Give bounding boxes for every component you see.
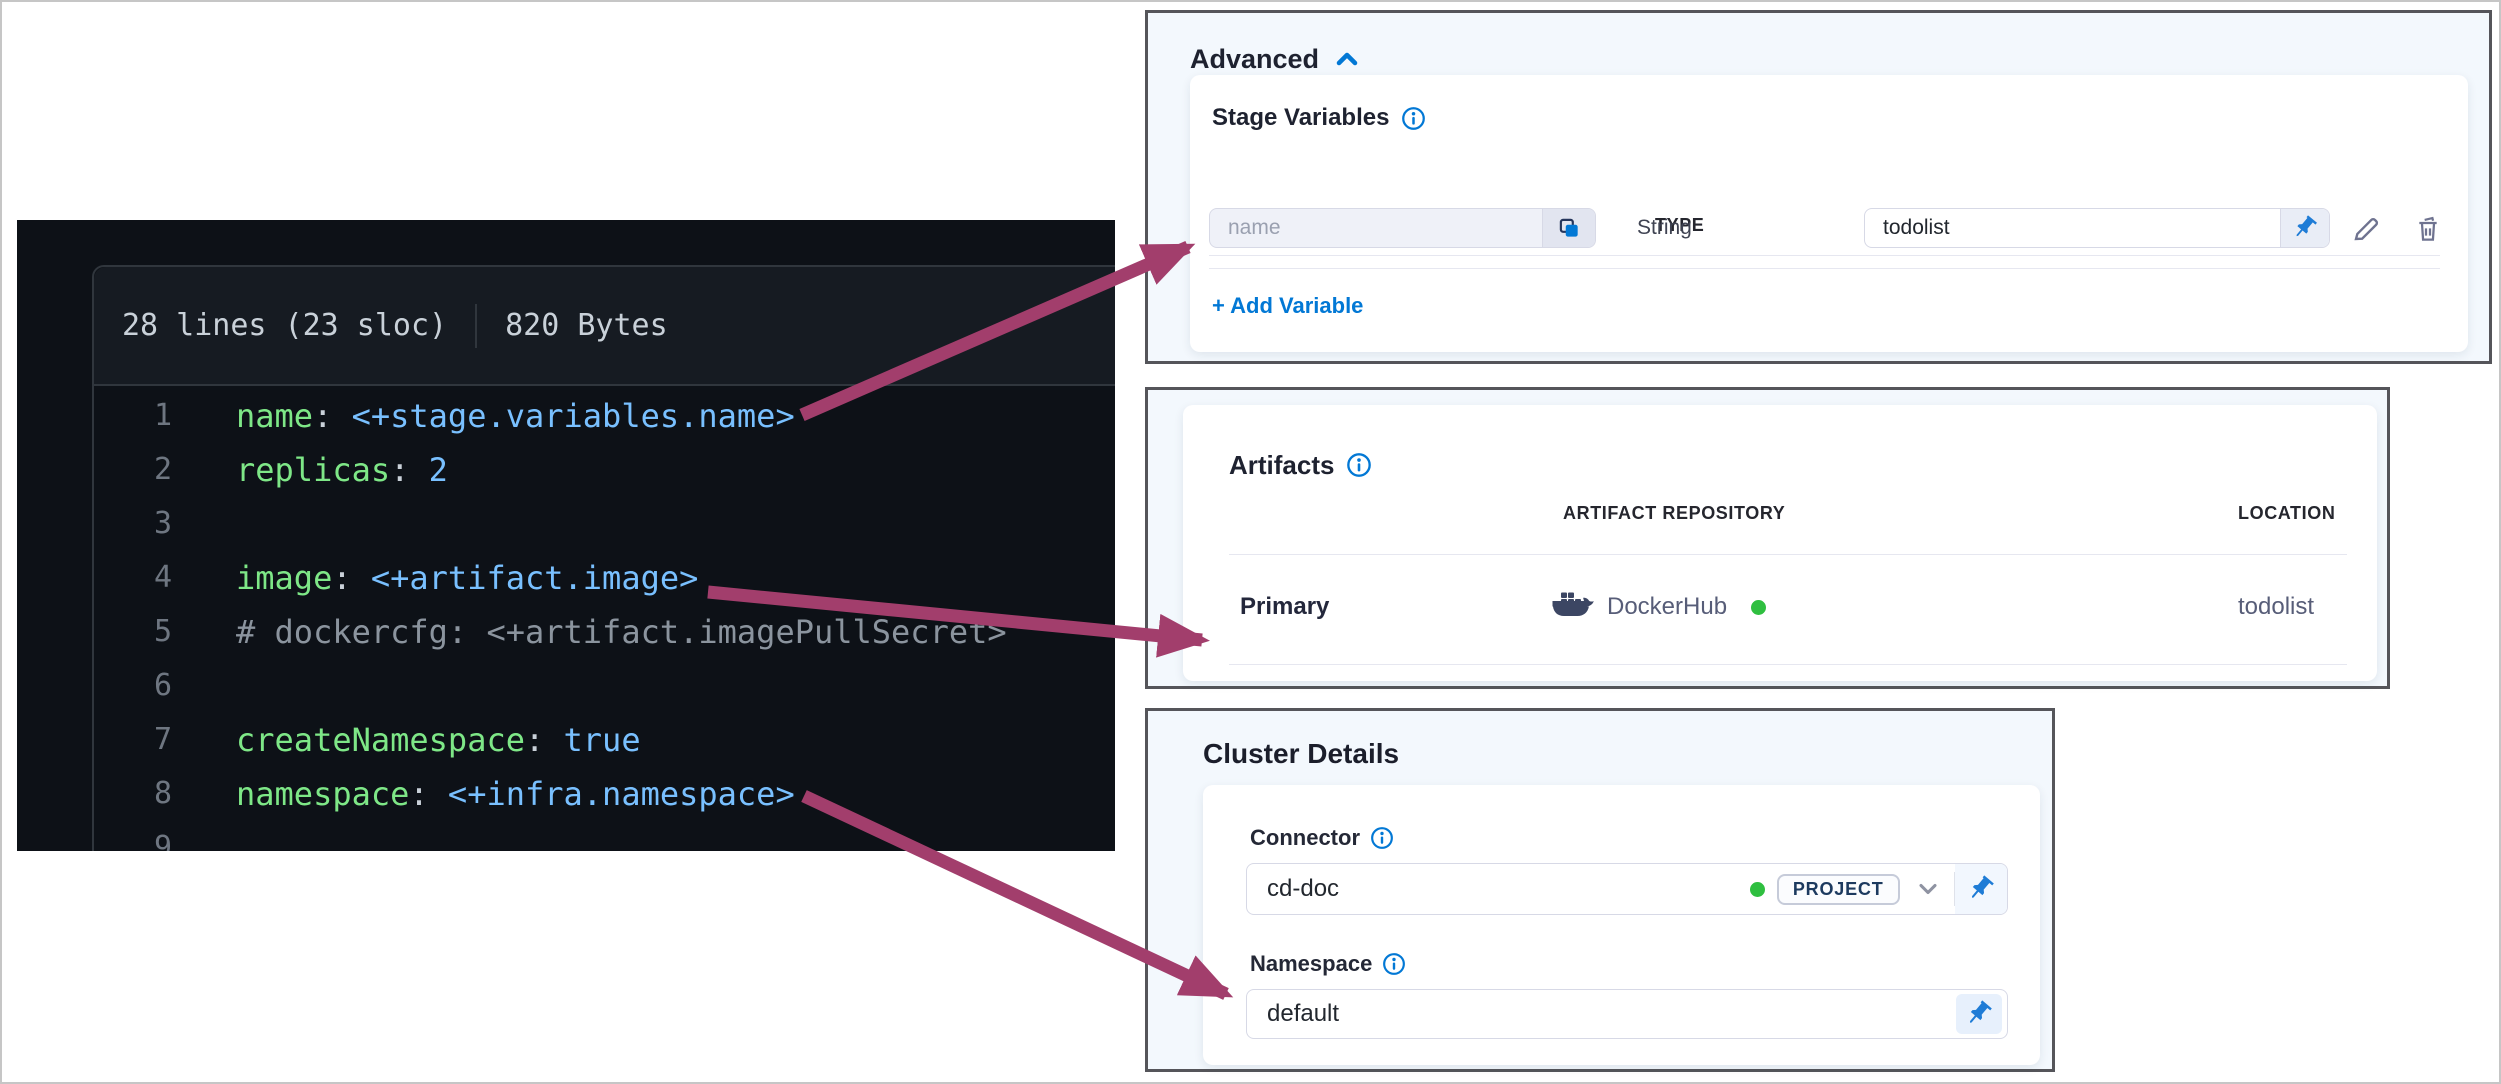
scope-badge: PROJECT <box>1776 873 1900 905</box>
connector-field[interactable] <box>1247 874 1750 904</box>
namespace-label: Namespace <box>1250 951 1373 976</box>
namespace-label-row: Namespace <box>1250 951 1406 977</box>
line-text: image: <+artifact.image> <box>236 559 699 597</box>
connector-label-row: Connector <box>1250 825 1394 851</box>
line-text: namespace: <+infra.namespace> <box>236 775 795 813</box>
variable-name-field[interactable] <box>1210 215 1542 241</box>
namespace-input[interactable] <box>1246 989 2008 1039</box>
header-divider-line <box>1229 554 2347 555</box>
info-icon[interactable] <box>1401 106 1426 131</box>
line-text: createNamespace: true <box>236 721 641 759</box>
code-line: 5 # dockercfg: <+artifact.imagePullSecret… <box>94 605 1115 659</box>
line-text: replicas: 2 <box>236 451 448 489</box>
cluster-details-panel: Cluster Details Connector PROJECT <box>1145 708 2055 1072</box>
code-line: 2 replicas: 2 <box>94 443 1115 497</box>
header-divider <box>475 303 478 348</box>
artifacts-card: Artifacts ARTIFACT REPOSITORY LOCATION P… <box>1183 405 2377 681</box>
line-number: 5 <box>153 614 172 649</box>
cluster-details-card: Connector PROJECT Namespace <box>1203 785 2040 1065</box>
add-variable-button[interactable]: + Add Variable <box>1212 293 1364 318</box>
line-text: name: <+stage.variables.name> <box>236 397 795 435</box>
artifacts-title: Artifacts <box>1229 450 1335 480</box>
chevron-down-icon[interactable] <box>1914 875 1942 903</box>
stage-variables-title: Stage Variables <box>1212 104 1390 131</box>
stage-variables-header: Stage Variables <box>1212 101 1426 135</box>
cluster-details-title: Cluster Details <box>1203 738 1400 769</box>
line-text: # dockercfg: <+artifact.imagePullSecret> <box>236 613 1007 651</box>
artifacts-panel: Artifacts ARTIFACT REPOSITORY LOCATION P… <box>1145 387 2390 689</box>
stage-variables-card: Stage Variables NAME TYPE VALUE String <box>1190 75 2468 352</box>
code-file-header: 28 lines (23 sloc) 820 Bytes <box>94 267 1115 386</box>
line-number: 8 <box>153 776 172 811</box>
artifacts-header: Artifacts <box>1229 447 1372 483</box>
variable-value-input[interactable] <box>1864 208 2330 248</box>
variable-name-input[interactable] <box>1209 208 1596 248</box>
row-divider-line <box>1209 268 2440 269</box>
line-number: 4 <box>153 560 172 595</box>
pin-icon[interactable] <box>1955 864 2007 914</box>
line-number: 9 <box>153 830 172 851</box>
edit-icon[interactable] <box>2348 211 2384 247</box>
column-header-type: TYPE <box>1655 215 1705 235</box>
code-line: 9 <box>94 821 1115 851</box>
line-number: 6 <box>153 668 172 703</box>
trash-icon[interactable] <box>2410 211 2446 247</box>
variable-value-field[interactable] <box>1865 215 2280 241</box>
copy-icon[interactable] <box>1542 209 1595 247</box>
variable-type-value: String <box>1637 216 1692 239</box>
row-divider-line <box>1229 664 2347 665</box>
advanced-title: Advanced <box>1190 44 1320 74</box>
code-file-viewer: 28 lines (23 sloc) 820 Bytes 1 name: <+st… <box>17 220 1115 851</box>
line-number: 7 <box>153 722 172 757</box>
file-size-info: 820 Bytes <box>505 308 668 343</box>
column-header-location: LOCATION <box>2238 503 2336 523</box>
column-header-repository: ARTIFACT REPOSITORY <box>1563 503 1786 523</box>
advanced-panel: Advanced Stage Variables NAME TYPE VALUE <box>1145 10 2492 364</box>
artifact-location-value: todolist <box>2238 593 2315 620</box>
artifact-repository-link[interactable]: DockerHub <box>1607 593 1728 620</box>
file-lines-info: 28 lines (23 sloc) <box>122 308 448 343</box>
docker-whale-icon <box>1551 585 1595 629</box>
input-divider <box>1953 872 1955 906</box>
connector-input[interactable]: PROJECT <box>1246 863 2008 915</box>
status-dot-icon <box>1751 600 1766 615</box>
line-number: 3 <box>153 506 172 541</box>
code-line: 3 <box>94 497 1115 551</box>
code-line: 1 name: <+stage.variables.name> <box>94 389 1115 443</box>
line-number: 2 <box>153 452 172 487</box>
code-file-box: 28 lines (23 sloc) 820 Bytes 1 name: <+st… <box>92 265 1115 851</box>
advanced-section-header[interactable]: Advanced <box>1190 39 1363 79</box>
artifact-row-name: Primary <box>1240 593 1330 620</box>
connector-label: Connector <box>1250 825 1360 850</box>
chevron-up-icon[interactable] <box>1331 43 1363 75</box>
line-number: 1 <box>153 398 172 433</box>
pin-icon[interactable] <box>2280 209 2329 247</box>
namespace-field[interactable] <box>1247 999 1956 1029</box>
header-divider-line <box>1209 255 2440 256</box>
connector-status-dot-icon <box>1749 881 1765 897</box>
code-line: 4 image: <+artifact.image> <box>94 551 1115 605</box>
info-icon[interactable] <box>1382 952 1406 976</box>
info-icon[interactable] <box>1370 826 1394 850</box>
code-line: 8 namespace: <+infra.namespace> <box>94 767 1115 821</box>
code-lines: 1 name: <+stage.variables.name> 2 replicas:… <box>94 386 1115 851</box>
info-icon[interactable] <box>1346 452 1372 478</box>
code-line: 6 <box>94 659 1115 713</box>
pin-icon[interactable] <box>1956 994 2002 1034</box>
code-line: 7 createNamespace: true <box>94 713 1115 767</box>
